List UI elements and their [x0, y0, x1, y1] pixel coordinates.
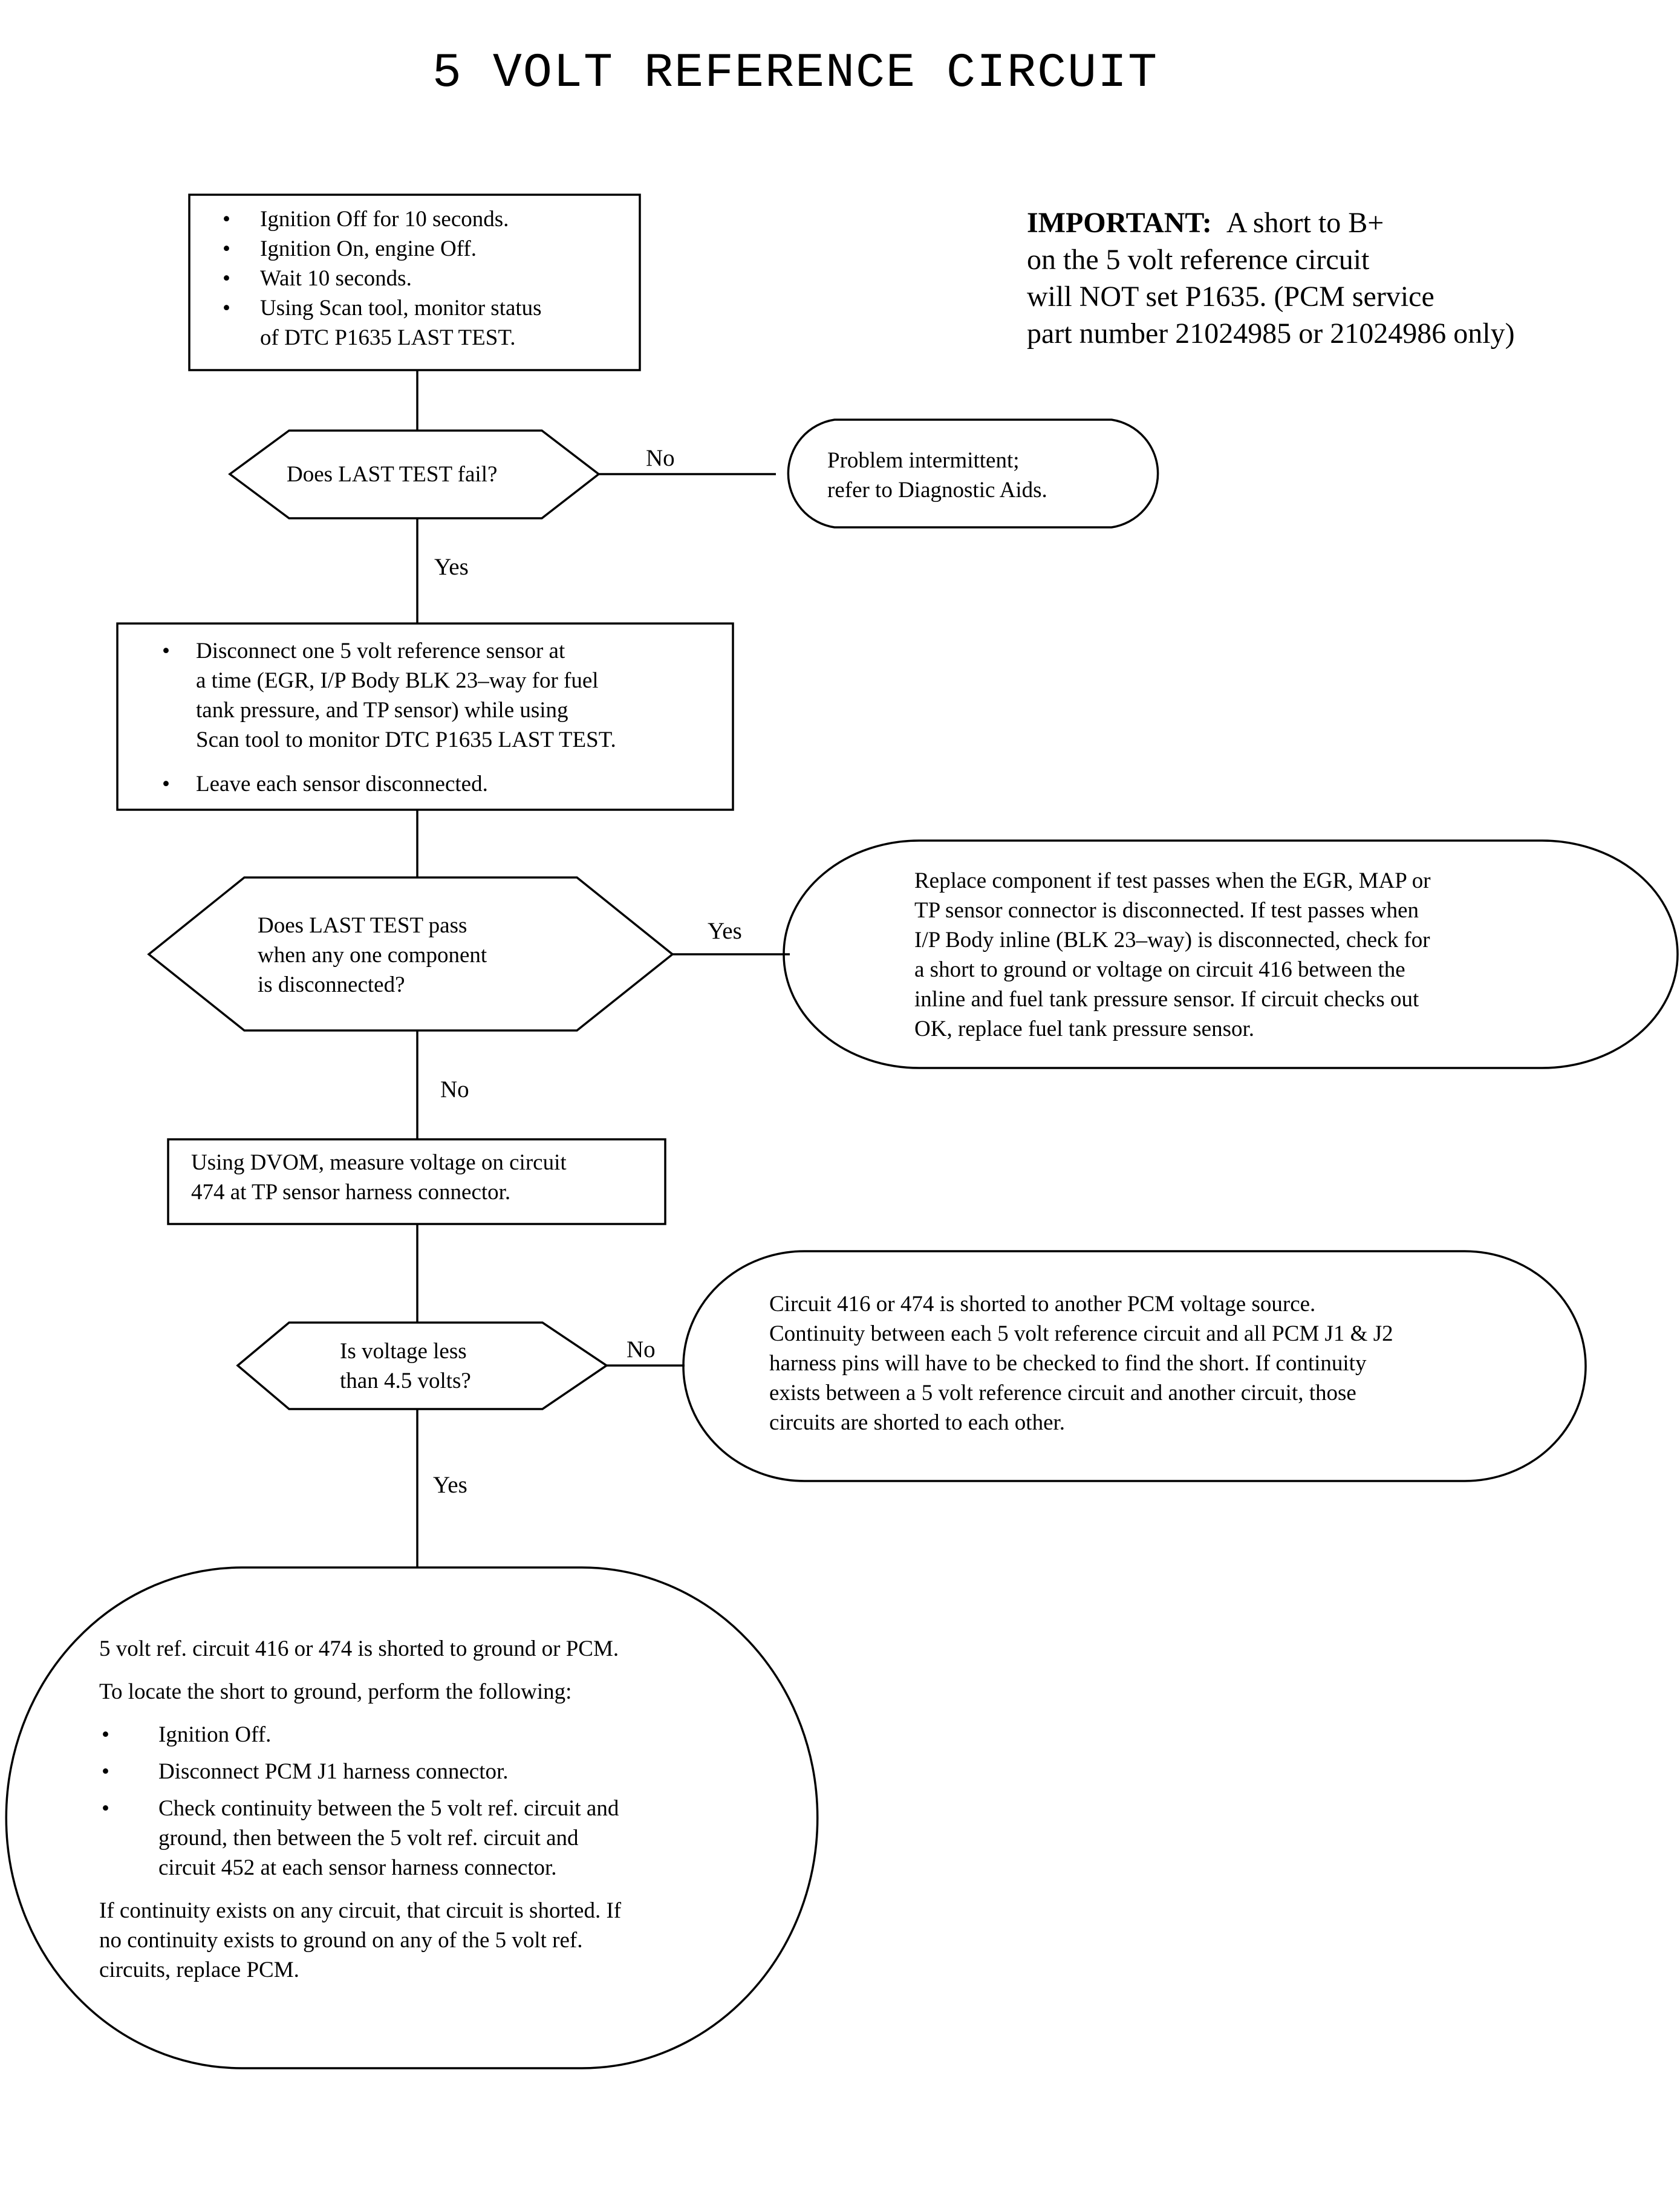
- decision-2-yes-label: Yes: [708, 918, 742, 944]
- step-line: 474 at TP sensor harness connector.: [191, 1180, 511, 1205]
- terminal-line: To locate the short to ground, perform t…: [99, 1679, 572, 1704]
- step-bullet: Ignition Off for 10 seconds.: [260, 207, 509, 232]
- important-line: on the 5 volt reference circuit: [1027, 244, 1370, 276]
- terminal-line: circuits are shorted to each other.: [769, 1410, 1066, 1435]
- step-box-1: [188, 194, 641, 371]
- terminal-line: Continuity between each 5 volt reference…: [769, 1321, 1393, 1346]
- terminal-line: circuits, replace PCM.: [99, 1958, 299, 1982]
- decision-line: when any one component: [258, 943, 487, 968]
- terminal-oval-2: [783, 839, 1679, 1069]
- terminal-line: refer to Diagnostic Aids.: [827, 478, 1047, 503]
- terminal-oval-1: [787, 418, 1159, 529]
- terminal-bullet: Check continuity between the 5 volt ref.…: [158, 1796, 619, 1821]
- step-bullet: Wait 10 seconds.: [260, 266, 412, 291]
- decision-line: Does LAST TEST pass: [258, 913, 467, 938]
- important-label: IMPORTANT:: [1027, 207, 1212, 239]
- step-bullet: Ignition On, engine Off.: [260, 236, 477, 261]
- terminal-line: TP sensor connector is disconnected. If …: [914, 898, 1419, 923]
- step-box-1-text: •Ignition Off for 10 seconds. •Ignition …: [223, 204, 542, 353]
- decision-3-yes-label: Yes: [433, 1472, 467, 1498]
- terminal-bullet: Disconnect PCM J1 harness connector.: [158, 1759, 509, 1784]
- decision-2-text: Does LAST TEST pass when any one compone…: [258, 911, 487, 1000]
- important-line: will NOT set P1635. (PCM service: [1027, 281, 1434, 313]
- terminal-line: I/P Body inline (BLK 23–way) is disconne…: [914, 928, 1430, 952]
- important-note: IMPORTANT: A short to B+ on the 5 volt r…: [1027, 204, 1515, 352]
- terminal-line: If continuity exists on any circuit, tha…: [99, 1898, 622, 1923]
- terminal-line: a short to ground or voltage on circuit …: [914, 957, 1405, 982]
- step-line: Using DVOM, measure voltage on circuit: [191, 1150, 567, 1175]
- terminal-line: 5 volt ref. circuit 416 or 474 is shorte…: [99, 1636, 619, 1661]
- step-line: Leave each sensor disconnected.: [196, 772, 488, 796]
- terminal-line: Replace component if test passes when th…: [914, 868, 1431, 893]
- terminal-1-text: Problem intermittent; refer to Diagnosti…: [827, 446, 1047, 505]
- terminal-bullet: Ignition Off.: [158, 1722, 272, 1747]
- terminal-2-text: Replace component if test passes when th…: [914, 866, 1431, 1044]
- terminal-3-text: Circuit 416 or 474 is shorted to another…: [769, 1289, 1393, 1437]
- terminal-oval-3: [682, 1250, 1587, 1482]
- terminal-4-text: 5 volt ref. circuit 416 or 474 is shorte…: [99, 1634, 621, 1985]
- decision-2-no-label: No: [440, 1076, 469, 1102]
- decision-3-no-label: No: [627, 1336, 656, 1362]
- step-box-3-text: Using DVOM, measure voltage on circuit 4…: [191, 1148, 567, 1207]
- terminal-line: harness pins will have to be checked to …: [769, 1351, 1367, 1376]
- decision-1-yes-label: Yes: [434, 554, 469, 580]
- terminal-oval-4: [5, 1566, 819, 2069]
- step-line: Disconnect one 5 volt reference sensor a…: [196, 639, 565, 663]
- step-bullet: Using Scan tool, monitor status: [260, 296, 542, 321]
- important-line: A short to B+: [1226, 207, 1384, 239]
- terminal-bullet-continuation: circuit 452 at each sensor harness conne…: [158, 1855, 557, 1880]
- terminal-bullet-continuation: ground, then between the 5 volt ref. cir…: [158, 1826, 579, 1851]
- terminal-line: inline and fuel tank pressure sensor. If…: [914, 987, 1419, 1012]
- step-box-2: [116, 622, 734, 811]
- terminal-line: Circuit 416 or 474 is shorted to another…: [769, 1292, 1316, 1317]
- decision-line: is disconnected?: [258, 972, 405, 997]
- terminal-line: OK, replace fuel tank pressure sensor.: [914, 1017, 1254, 1041]
- step-box-2-text: •Disconnect one 5 volt reference sensor …: [162, 639, 616, 796]
- step-bullet-continuation: of DTC P1635 LAST TEST.: [260, 325, 516, 350]
- decision-1-text: Does LAST TEST fail?: [287, 462, 498, 487]
- step-line: Scan tool to monitor DTC P1635 LAST TEST…: [196, 728, 616, 752]
- terminal-line: no continuity exists to ground on any of…: [99, 1928, 583, 1953]
- important-line: part number 21024985 or 21024986 only): [1027, 317, 1515, 350]
- decision-3-text: Is voltage less than 4.5 volts?: [340, 1336, 471, 1396]
- decision-line: Is voltage less: [340, 1339, 467, 1364]
- step-line: a time (EGR, I/P Body BLK 23–way for fue…: [196, 668, 599, 693]
- terminal-line: exists between a 5 volt reference circui…: [769, 1381, 1356, 1405]
- step-line: tank pressure, and TP sensor) while usin…: [196, 698, 568, 723]
- decision-line: than 4.5 volts?: [340, 1369, 471, 1393]
- page-title: 5 VOLT REFERENCE CIRCUIT: [432, 46, 1159, 101]
- decision-1-no-label: No: [646, 445, 675, 471]
- terminal-line: Problem intermittent;: [827, 448, 1020, 473]
